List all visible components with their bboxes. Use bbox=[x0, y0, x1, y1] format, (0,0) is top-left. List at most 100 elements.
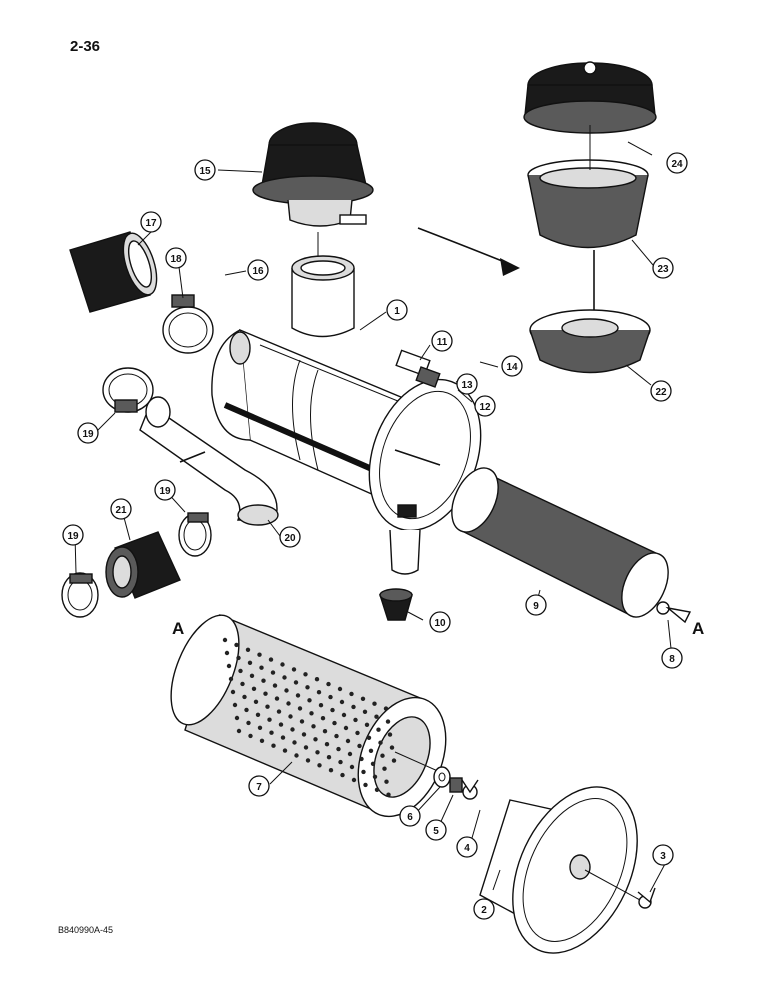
perforation-dot bbox=[274, 696, 280, 701]
perforation-dot bbox=[383, 706, 389, 711]
svg-text:19: 19 bbox=[82, 429, 94, 440]
perforation-dot bbox=[362, 709, 368, 714]
perforation-dot bbox=[276, 709, 282, 714]
perforation-dot bbox=[339, 699, 345, 705]
svg-text:16: 16 bbox=[252, 266, 264, 277]
perforation-dot bbox=[311, 724, 316, 729]
perforation-dot bbox=[366, 735, 372, 740]
perforation-dot bbox=[309, 711, 314, 716]
perforation-dot bbox=[347, 751, 353, 757]
callout-5: 5 bbox=[425, 819, 447, 841]
perforation-dot bbox=[355, 730, 360, 736]
svg-text:21: 21 bbox=[115, 505, 127, 516]
perforation-dot bbox=[341, 712, 347, 718]
perforation-dot bbox=[245, 647, 251, 652]
reference-letter-a-left: A bbox=[172, 619, 184, 638]
callout-22: 22 bbox=[650, 380, 672, 402]
perforation-dot bbox=[340, 772, 345, 778]
perforation-dot bbox=[270, 670, 276, 675]
svg-text:13: 13 bbox=[461, 380, 473, 391]
perforation-dot bbox=[351, 704, 356, 710]
perforation-dot bbox=[317, 763, 322, 768]
direction-arrow-head bbox=[500, 258, 520, 276]
perforation-dot bbox=[391, 758, 397, 763]
perforation-dot bbox=[268, 657, 274, 662]
perforation-dot bbox=[257, 652, 262, 657]
perforation-dot bbox=[282, 675, 287, 680]
reference-letter-a-right: A bbox=[692, 619, 704, 638]
perforation-dot bbox=[328, 768, 334, 773]
perforation-dot bbox=[286, 701, 291, 706]
seal-nut bbox=[449, 777, 463, 793]
perforation-dot bbox=[374, 787, 380, 792]
perforation-dot bbox=[299, 719, 305, 724]
svg-text:22: 22 bbox=[655, 387, 667, 398]
perforation-dot bbox=[313, 737, 318, 742]
callout-19-upper: 19 bbox=[77, 422, 99, 444]
perforation-dot bbox=[240, 681, 245, 687]
perforation-dot bbox=[320, 716, 326, 721]
perforation-dot bbox=[234, 642, 239, 648]
callout-21: 21 bbox=[110, 498, 132, 520]
callout-3: 3 bbox=[652, 844, 674, 866]
air-cleaner-housing bbox=[211, 328, 482, 575]
svg-text:18: 18 bbox=[170, 254, 182, 265]
perforation-dot bbox=[232, 702, 238, 708]
perforation-dot bbox=[247, 660, 253, 665]
perforation-dot bbox=[343, 725, 349, 731]
perforation-dot bbox=[246, 720, 251, 726]
perforation-dot bbox=[374, 714, 379, 719]
perforation-dot bbox=[272, 683, 278, 688]
perforation-dot bbox=[294, 753, 299, 758]
perforation-dot bbox=[324, 742, 330, 747]
perforation-dot bbox=[307, 698, 312, 703]
perforation-dot bbox=[357, 743, 362, 749]
intake-hose bbox=[69, 231, 158, 313]
perforation-dot bbox=[303, 745, 309, 750]
primary-element-dots bbox=[222, 637, 397, 797]
callout-6: 6 bbox=[399, 805, 421, 827]
perforation-dot bbox=[359, 756, 364, 762]
perforation-dot bbox=[259, 665, 264, 670]
perforation-dot bbox=[318, 703, 324, 708]
perforation-dot bbox=[334, 733, 339, 739]
perforation-dot bbox=[230, 689, 236, 695]
svg-text:19: 19 bbox=[159, 486, 171, 497]
svg-text:11: 11 bbox=[437, 337, 448, 348]
perforation-dot bbox=[290, 727, 295, 732]
perforation-dot bbox=[292, 740, 297, 745]
perforation-dot bbox=[280, 662, 285, 667]
callout-19-mid: 19 bbox=[154, 479, 176, 501]
perforation-dot bbox=[345, 738, 351, 744]
perforation-dot bbox=[370, 761, 376, 766]
precleaner-base bbox=[529, 250, 651, 374]
perforation-dot bbox=[330, 707, 335, 713]
callouts: 1 2 3 4 5 6 7 8 9 10 11 12 13 14 15 16 1… bbox=[62, 152, 688, 920]
svg-text:14: 14 bbox=[506, 362, 518, 373]
svg-text:9: 9 bbox=[533, 601, 539, 612]
perforation-dot bbox=[284, 688, 289, 693]
callout-2: 2 bbox=[473, 898, 495, 920]
wing-nut-lower bbox=[461, 779, 479, 800]
hose-clamp-left bbox=[102, 367, 154, 413]
perforation-dot bbox=[269, 730, 274, 735]
svg-text:2: 2 bbox=[481, 905, 487, 916]
perforation-dot bbox=[244, 707, 249, 713]
perforation-dot bbox=[263, 691, 268, 696]
perforation-dot bbox=[259, 738, 265, 743]
callout-8: 8 bbox=[661, 647, 683, 669]
perforation-dot bbox=[282, 748, 288, 753]
safety-element bbox=[451, 467, 692, 624]
callout-20: 20 bbox=[279, 526, 301, 548]
perforation-dot bbox=[293, 680, 299, 685]
perforation-dot bbox=[305, 685, 310, 690]
callout-10: 10 bbox=[429, 611, 451, 633]
perforation-dot bbox=[349, 691, 354, 697]
perforation-dot bbox=[360, 696, 366, 701]
perforation-dot bbox=[295, 693, 301, 698]
hose-clamp-lower bbox=[61, 572, 99, 618]
svg-text:8: 8 bbox=[669, 654, 675, 665]
svg-text:1: 1 bbox=[394, 306, 400, 317]
callout-1: 1 bbox=[386, 299, 408, 321]
perforation-dot bbox=[387, 732, 393, 737]
